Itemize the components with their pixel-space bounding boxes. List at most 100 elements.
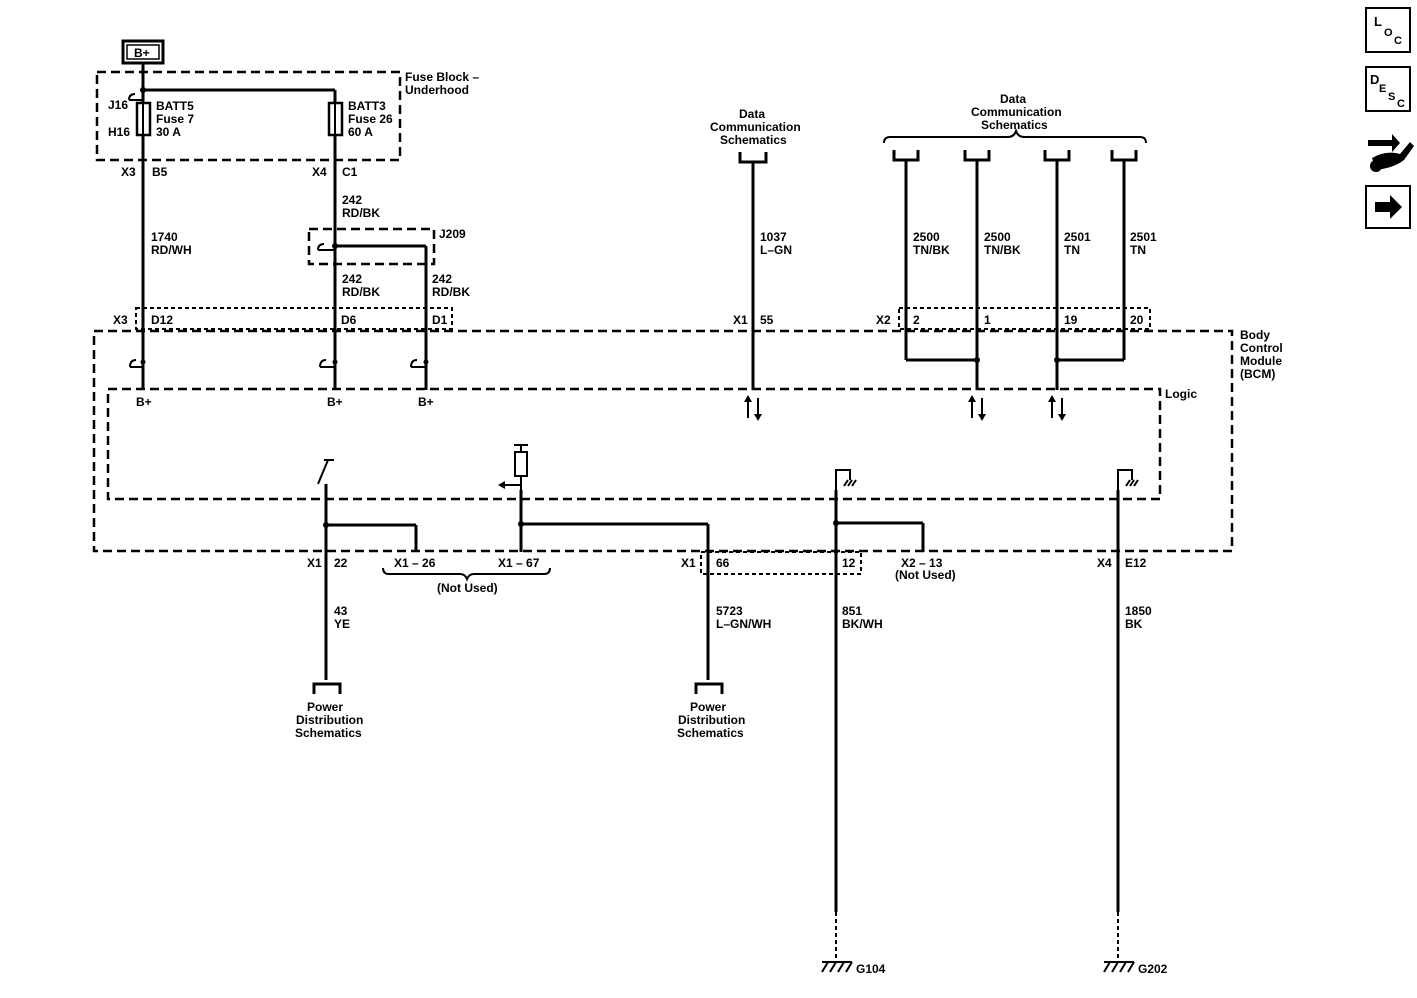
pin-55: 55 xyxy=(760,313,774,327)
bcm-logic-label: Logic xyxy=(1165,387,1197,401)
wire-1740-color: RD/WH xyxy=(151,243,192,257)
chassis-ground-icon xyxy=(1103,961,1135,973)
pin-20: 20 xyxy=(1130,313,1144,327)
wire-43-color: YE xyxy=(334,617,350,631)
loc-letter-l: L xyxy=(1374,14,1382,29)
pin-19: 19 xyxy=(1064,313,1078,327)
connector-x1-top: X1 xyxy=(733,313,748,327)
wire-2501-a-color: TN xyxy=(1064,243,1080,257)
loc-letter-o: O xyxy=(1384,27,1393,39)
power-dist-ref-2-line2: Distribution xyxy=(678,713,745,727)
data-comm-ref-1-line3: Schematics xyxy=(720,133,787,147)
wire-1850-color: BK xyxy=(1125,617,1143,631)
wire-851-color: BK/WH xyxy=(842,617,883,631)
data-comm-ref-1-line1: Data xyxy=(739,107,765,121)
bcm-logic-outline xyxy=(106,387,1162,501)
pin-x1-26: X1 – 26 xyxy=(394,556,436,570)
wire-2501-b-circuit: 2501 xyxy=(1130,230,1157,244)
data-comm-ref-2-line3: Schematics xyxy=(981,118,1048,132)
pin-e12: E12 xyxy=(1125,556,1147,570)
wire-2500-b-circuit: 2500 xyxy=(984,230,1011,244)
pin-1: 1 xyxy=(984,313,991,327)
pin-x2-13: X2 – 13 xyxy=(901,556,943,570)
power-dist-ref-1-line3: Schematics xyxy=(295,726,362,740)
low-side-switch-icon xyxy=(317,459,334,680)
loc-letter-c: C xyxy=(1394,35,1402,47)
fuse7-pin-top: J16 xyxy=(108,98,128,112)
fuse7-pin-bottom: H16 xyxy=(108,125,130,139)
bcm-bplus-1: B+ xyxy=(136,395,152,409)
wire-242-b-circuit: 242 xyxy=(432,272,452,286)
connector-x3-label: X3 xyxy=(113,313,128,327)
wire-242-b-color: RD/BK xyxy=(432,285,470,299)
wire-242-a-color: RD/BK xyxy=(342,285,380,299)
battery-source-label: B+ xyxy=(134,46,150,60)
connector-x1-66-outline xyxy=(700,551,862,575)
data-comm-brace xyxy=(883,127,1147,144)
pin-d6: D6 xyxy=(341,313,357,327)
data-comm-ref-2-line2: Communication xyxy=(971,105,1062,119)
power-dist-ref-1-line1: Power xyxy=(307,700,343,714)
bcm-outline xyxy=(92,329,1234,553)
wire-242-top-circuit: 242 xyxy=(342,193,362,207)
connector-x3-outline xyxy=(135,307,453,330)
power-dist-ref-2-line3: Schematics xyxy=(677,726,744,740)
arrow-right-icon xyxy=(1375,195,1402,219)
bcm-label-1: Body xyxy=(1240,328,1270,342)
fuse26-terminal: C1 xyxy=(342,165,358,179)
fuse26-name: BATT3 xyxy=(348,99,386,113)
internal-ground-icon xyxy=(835,469,857,490)
ground-g104-label: G104 xyxy=(856,962,886,976)
wire-1740-circuit: 1740 xyxy=(151,230,178,244)
splice-j209-outline xyxy=(307,227,436,266)
fuse-block-label-2: Underhood xyxy=(405,83,469,97)
fuse7-connector: X3 xyxy=(121,165,136,179)
wire-1037-circuit: 1037 xyxy=(760,230,787,244)
wire-2501-b-color: TN xyxy=(1130,243,1146,257)
connector-plug-icon[interactable] xyxy=(1368,134,1414,172)
internal-ground-icon xyxy=(1117,469,1139,490)
not-used-brace xyxy=(382,567,551,582)
bcm-bplus-2: B+ xyxy=(327,395,343,409)
wire-43-circuit: 43 xyxy=(334,604,348,618)
fuse26-connector: X4 xyxy=(312,165,327,179)
connector-x4: X4 xyxy=(1097,556,1112,570)
bidirectional-arrow-icon xyxy=(744,395,762,421)
pin-x1-67: X1 – 67 xyxy=(498,556,540,570)
data-comm-ref-1-line2: Communication xyxy=(710,120,801,134)
location-button[interactable]: L O C xyxy=(1365,7,1411,53)
bcm-label-4: (BCM) xyxy=(1240,367,1275,381)
bidirectional-arrow-icon xyxy=(968,395,986,421)
bcm-label-3: Module xyxy=(1240,354,1282,368)
wire-2501-a-circuit: 2501 xyxy=(1064,230,1091,244)
next-arrow-button[interactable] xyxy=(1365,185,1411,229)
desc-letter-d: D xyxy=(1370,72,1379,87)
not-used-label: (Not Used) xyxy=(437,581,498,595)
ground-g202-label: G202 xyxy=(1138,962,1168,976)
data-comm-ref-2-line1: Data xyxy=(1000,92,1026,106)
fuse7-name: BATT5 xyxy=(156,99,194,113)
wire-5723-color: L–GN/WH xyxy=(716,617,771,631)
bcm-label-2: Control xyxy=(1240,341,1283,355)
pin-d12: D12 xyxy=(151,313,173,327)
wire-242-top-color: RD/BK xyxy=(342,206,380,220)
not-used-label-2: (Not Used) xyxy=(895,568,956,582)
fuse-block-label: Fuse Block – xyxy=(405,70,479,84)
wire-851-circuit: 851 xyxy=(842,604,862,618)
splice-j209-label: J209 xyxy=(439,227,466,241)
fuse26-number: Fuse 26 xyxy=(348,112,393,126)
pin-2: 2 xyxy=(913,313,920,327)
desc-letter-c: C xyxy=(1397,98,1405,110)
wire-2500-a-circuit: 2500 xyxy=(913,230,940,244)
fuse26-rating: 60 A xyxy=(348,125,373,139)
driver-resistor-icon xyxy=(498,444,528,552)
wire-5723-circuit: 5723 xyxy=(716,604,743,618)
wire-2500-b-color: TN/BK xyxy=(984,243,1021,257)
wire-2500-a-color: TN/BK xyxy=(913,243,950,257)
fuse7-rating: 30 A xyxy=(156,125,181,139)
description-button[interactable]: D E S C xyxy=(1365,66,1411,112)
desc-letter-e: E xyxy=(1379,83,1386,95)
connector-x2-top: X2 xyxy=(876,313,891,327)
fuse7-terminal: B5 xyxy=(152,165,168,179)
